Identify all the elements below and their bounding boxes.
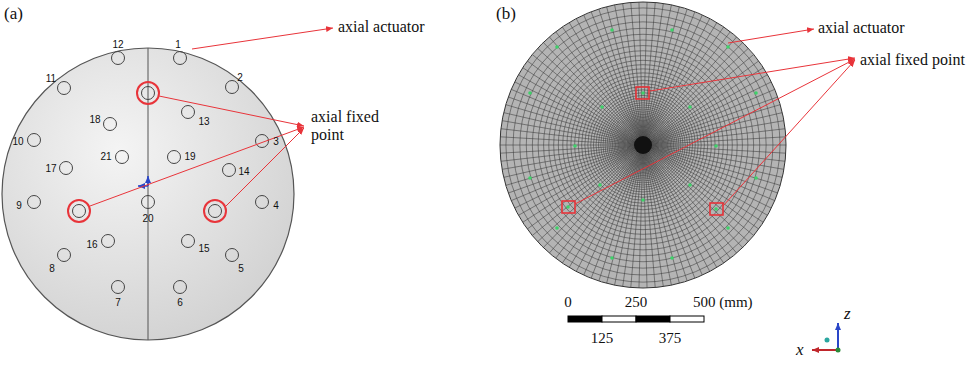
- fixed-point-squares: [562, 87, 723, 215]
- actuator-node: [610, 256, 614, 260]
- actuator-circle: [58, 249, 71, 262]
- actuator-node: [528, 176, 532, 180]
- actuator-node: [726, 226, 730, 230]
- callout-number: 10: [12, 136, 23, 147]
- scale-value: 0: [564, 294, 572, 311]
- scale-value: 250: [625, 294, 648, 311]
- actuator-node: [555, 45, 559, 49]
- actuator-node: [555, 226, 559, 230]
- actuator-circle: [226, 81, 239, 94]
- actuator-circle: [28, 134, 41, 147]
- actuator-circle: [182, 106, 195, 119]
- actuator-node: [528, 91, 532, 95]
- actuator-circle: [102, 235, 115, 248]
- actuator-circle: [116, 151, 129, 164]
- mesh-lines: [498, 0, 788, 290]
- callout-number: 11: [46, 73, 56, 84]
- axis-glyph: [138, 176, 148, 186]
- actuator-node: [566, 205, 570, 209]
- actuator-node: [610, 28, 614, 32]
- actuator-node: [641, 91, 645, 95]
- fixed-point-rings: [68, 82, 226, 222]
- actuator-circle: [168, 151, 181, 164]
- actuator-circle: [182, 235, 195, 248]
- actuator-circle: [28, 196, 41, 209]
- actuator-node: [754, 91, 758, 95]
- actuator-circle: [174, 52, 187, 65]
- axes-triad: [812, 323, 841, 353]
- actuator-circle: [209, 205, 222, 218]
- mesh-core: [634, 136, 652, 154]
- actuator-circle: [112, 281, 125, 294]
- scale-value: 375: [659, 330, 682, 347]
- callout-number: 7: [115, 297, 121, 308]
- actuator-circle: [112, 52, 125, 65]
- scale-value: 125: [591, 330, 614, 347]
- axis-label: x: [796, 341, 804, 360]
- callout-number: 18: [89, 114, 100, 125]
- actuator-circle: [104, 118, 117, 131]
- fe-mesh: [498, 0, 788, 290]
- callout-number: 3: [273, 136, 279, 147]
- actuator-node: [714, 207, 718, 211]
- panel-label: (b): [496, 5, 516, 24]
- actuator-node: [754, 176, 758, 180]
- scale-value: 500 (mm): [693, 294, 753, 311]
- actuator-circle: [142, 87, 155, 100]
- callout-number: 16: [86, 239, 97, 250]
- callout-number: 1: [175, 39, 181, 50]
- actuator-node: [573, 144, 577, 148]
- callout-text: axial actuator: [818, 19, 905, 37]
- callout-number: 17: [45, 163, 56, 174]
- actuator-circle: [73, 205, 86, 218]
- callout-text: axial fixed point: [311, 108, 401, 143]
- callout-number: 13: [198, 116, 209, 127]
- scale-bar: [568, 316, 704, 322]
- panel-label: (a): [4, 5, 23, 24]
- actuator-node: [688, 105, 692, 109]
- callout-number: 14: [238, 166, 249, 177]
- callout-text: axial fixed point: [860, 51, 965, 69]
- axis-label: z: [844, 305, 851, 324]
- callout-number: 8: [49, 263, 55, 274]
- actuator-circle: [142, 196, 155, 209]
- actuator-node: [670, 28, 674, 32]
- actuator-node: [714, 144, 718, 148]
- actuator-circle: [58, 82, 71, 95]
- actuator-node: [598, 183, 602, 187]
- actuator-circle: [60, 162, 73, 175]
- callout-number: 5: [238, 263, 244, 274]
- callout-number: 9: [16, 200, 22, 211]
- callout-text: axial actuator: [338, 18, 425, 36]
- callout-number: 20: [142, 213, 153, 224]
- callout-number: 12: [112, 39, 123, 50]
- callout-number: 2: [237, 72, 243, 83]
- center-line: [148, 48, 149, 340]
- leader-lines: [90, 28, 333, 206]
- actuator-node: [670, 256, 674, 260]
- callout-number: 4: [273, 200, 279, 211]
- actuator-circles: [28, 52, 269, 294]
- actuator-nodes: [528, 28, 758, 260]
- callout-number: 15: [198, 243, 209, 254]
- actuator-circle: [223, 164, 236, 177]
- actuator-circle: [174, 281, 187, 294]
- actuator-node: [688, 183, 692, 187]
- mirror-disk: [2, 48, 294, 340]
- callout-number: 19: [184, 151, 195, 162]
- mesh-border: [500, 2, 786, 288]
- callout-number: 21: [100, 151, 111, 162]
- actuator-circle: [256, 196, 269, 209]
- actuator-node: [726, 45, 730, 49]
- actuator-circle: [226, 249, 239, 262]
- actuator-node: [641, 198, 645, 202]
- leader-lines: [575, 29, 855, 206]
- actuator-node: [600, 105, 604, 109]
- callout-number: 6: [177, 297, 183, 308]
